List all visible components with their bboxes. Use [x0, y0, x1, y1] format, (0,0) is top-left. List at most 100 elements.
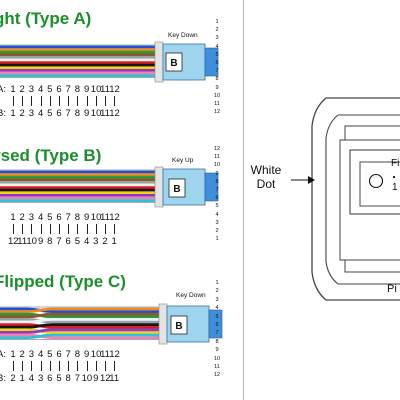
fiber-number: 7 [56, 236, 62, 247]
fiber-number: 9 [83, 349, 90, 360]
fiber-strand [0, 333, 160, 339]
fiber-number: 6 [56, 212, 62, 223]
fiber-tick [31, 224, 33, 234]
pin-number: 12 [213, 146, 221, 152]
fiber-tick [95, 224, 97, 234]
fiber-number: 10 [90, 108, 102, 119]
pin-number: 6 [215, 195, 219, 202]
fiber-number: 5 [47, 349, 53, 360]
fiber-number: 3 [28, 212, 35, 223]
fiber-number: 2 [19, 108, 25, 119]
fiber-tick [114, 224, 116, 234]
type-b-ferrule [154, 166, 164, 208]
fiber-tick [77, 96, 79, 106]
pin-number: 8 [215, 178, 219, 185]
fiber-number: 5 [47, 212, 53, 223]
bottom-label-text: Pi [387, 283, 397, 295]
fiber-number: 1 [19, 373, 25, 384]
fiber-number: 11 [100, 212, 110, 223]
fiber-number: 8 [74, 212, 81, 223]
type-b-connector-boot [204, 172, 219, 202]
fiber-tick [22, 224, 24, 234]
pin-number: 5 [215, 51, 219, 58]
fiber-number: 6 [56, 84, 62, 95]
fiber-number: 4 [37, 84, 44, 95]
fiber-label-text: Fi [391, 158, 399, 169]
fiber-number: 11 [100, 108, 110, 119]
fiber-number: 3 [37, 373, 44, 384]
type-b-connector-letter: B [173, 184, 180, 195]
fiber-strand [0, 312, 160, 319]
fiber-number: 3 [93, 236, 99, 247]
pin-number: 10 [213, 355, 221, 362]
fiber-number: 6 [56, 349, 62, 360]
pin-number: 2 [215, 27, 219, 34]
fiber-number: 12 [8, 236, 19, 247]
pin-number: 1 [215, 236, 219, 243]
pin-number: 5 [215, 203, 219, 210]
white-dot-label: White Dot [244, 163, 294, 191]
fiber-number: 10 [90, 349, 102, 360]
fiber-number: 8 [74, 108, 81, 119]
fiber-number: 10 [26, 236, 37, 247]
pin-number: 7 [215, 330, 219, 337]
fiber-number: 8 [65, 373, 71, 384]
type-a-cable-svg: B [0, 41, 219, 83]
fiber-number: 12 [109, 212, 120, 223]
type-b-title: rsed (Type B) [0, 146, 102, 165]
fiber-tick [68, 224, 70, 234]
fiber-tick [105, 96, 106, 106]
pin-number: 1 [215, 280, 219, 286]
fiber-number: 5 [47, 108, 53, 119]
label-dot [392, 175, 396, 179]
fiber-number: 3 [28, 108, 35, 119]
fiber-number: 4 [83, 236, 90, 247]
pin-number: 7 [215, 68, 219, 75]
fiber-tick [22, 96, 24, 106]
pin-number: 2 [215, 228, 219, 234]
white-dot-label-line1: White [250, 163, 282, 177]
white-dot-label-line2: Dot [256, 177, 276, 191]
fiber-tick [114, 96, 116, 106]
pin-number: 11 [214, 154, 220, 161]
fiber-number: 5 [74, 236, 81, 247]
fiber-number: 11 [100, 84, 110, 95]
pin-number: 3 [215, 219, 219, 226]
fiber-number: 1 [10, 349, 16, 360]
fiber-number: 12 [109, 349, 120, 360]
type-c-fiber-ribbon [0, 306, 161, 340]
type-b-section: rsed (Type B) Key Up B : 123456789101112… [0, 136, 244, 256]
fiber-number: 9 [37, 236, 44, 247]
fiber-number: 3 [28, 349, 35, 360]
fiber-tick [40, 96, 42, 106]
fiber-number: 1 [111, 236, 117, 247]
pin-number: 3 [215, 296, 219, 303]
fiber-tick [95, 361, 97, 371]
type-c-row-b-label: B: [0, 373, 6, 384]
fiber-tick [77, 224, 79, 234]
fiber-number: 9 [83, 212, 90, 223]
fiber-tick [40, 361, 42, 371]
pin-number: 8 [215, 76, 219, 83]
fiber-number: 7 [65, 212, 71, 223]
fiber-number: 2 [102, 236, 108, 247]
type-c-cable-svg: B [0, 303, 223, 345]
type-a-title: ght (Type A) [0, 9, 92, 28]
type-b-cable-svg: B [0, 166, 219, 208]
pin-number: 6 [215, 322, 219, 328]
pin-number: 11 [214, 101, 220, 107]
fiber-number: 1 [10, 212, 16, 223]
pin-number: 2 [215, 288, 219, 295]
fiber-number: 10 [90, 212, 102, 223]
fiber-strand [0, 328, 160, 334]
fiber-strand [0, 323, 160, 329]
fiber-tick [40, 224, 42, 234]
